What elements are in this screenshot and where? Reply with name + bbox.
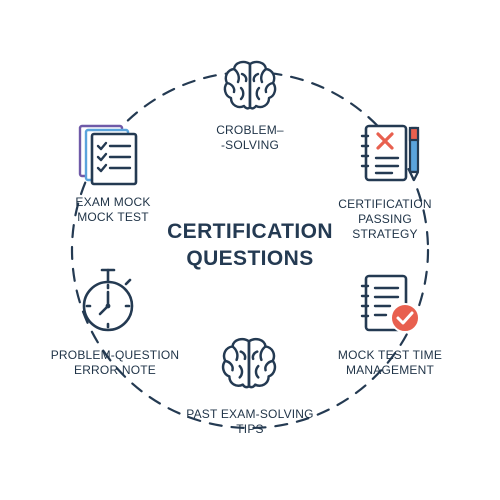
document-x-icon: [360, 124, 420, 182]
center-title-line2: QUESTIONS: [186, 247, 314, 270]
node-lower-left-line1: PROBLEM-QUESTION: [50, 348, 180, 362]
node-lower-right-label: MOCK TEST TIME MANAGEMENT: [330, 348, 450, 378]
node-upper-right-line1: CERTIFICATION: [338, 197, 432, 211]
node-top-line1: CROBLEM–: [216, 123, 284, 137]
brain-icon: [223, 60, 277, 110]
node-lower-left-line2: ERROR NOTE: [73, 363, 156, 377]
node-top-line2: -SOLVING: [220, 138, 280, 152]
node-upper-left-label: EXAM MOCK MOCK TEST: [58, 195, 168, 225]
center-title-line1: CERTIFICATION: [167, 220, 333, 243]
node-top-label: CROBLEM– -SOLVING: [195, 123, 305, 153]
center-title: CERTIFICATION QUESTIONS: [150, 218, 350, 272]
node-bottom-label: PAST EXAM-SOLVING TIPS: [180, 407, 320, 437]
node-upper-left-line1: EXAM MOCK: [75, 195, 151, 209]
checklist-stack-icon: [78, 124, 138, 186]
node-lower-right-line2: MANAGEMENT: [345, 363, 434, 377]
node-lower-right-line1: MOCK TEST TIME: [337, 348, 443, 362]
node-upper-right-line2: PASSING: [358, 212, 412, 226]
stopwatch-icon: [82, 268, 134, 332]
node-bottom-line2: TIPS: [236, 422, 264, 436]
node-bottom-line1: PAST EXAM-SOLVING: [186, 407, 314, 421]
brain-icon: [221, 337, 277, 389]
node-upper-left-line2: MOCK TEST: [77, 210, 149, 224]
node-upper-right-label: CERTIFICATION PASSING STRATEGY: [330, 197, 440, 242]
node-lower-left-label: PROBLEM-QUESTION ERROR NOTE: [45, 348, 185, 378]
node-upper-right-line3: STRATEGY: [352, 227, 418, 241]
checklist-check-icon: [360, 274, 420, 333]
